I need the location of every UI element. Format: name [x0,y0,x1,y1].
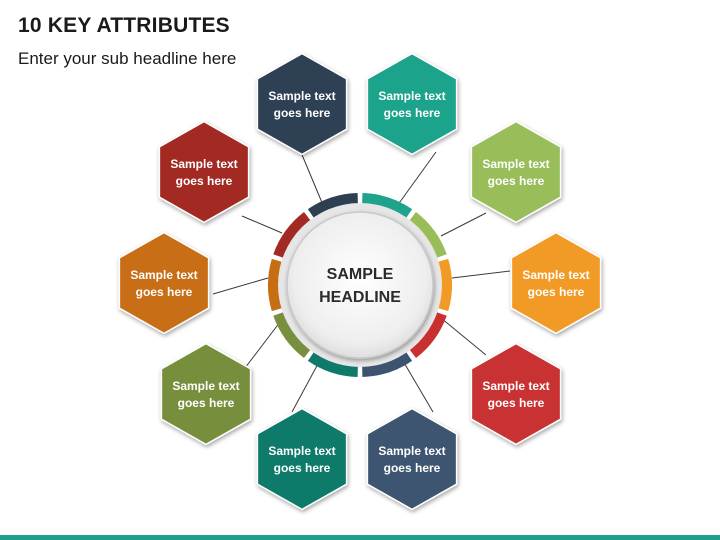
ring-segment-7 [307,350,358,377]
attribute-hexagon-4: Sample text goes here [510,231,602,335]
connector-line-8 [244,321,281,369]
hexagon-shape [366,52,458,156]
ring-segment-3 [408,212,447,259]
attribute-hexagon-9: Sample text goes here [118,231,210,335]
center-headline-line1: SAMPLE [327,266,394,283]
ring-segment-10 [273,212,312,259]
hexagon-shape [160,342,252,446]
attribute-label-line1: Sample text [268,444,335,458]
attribute-hexagon-5: Sample text goes here [470,342,562,446]
attribute-label-line2: goes here [274,461,331,475]
attribute-label-line2: goes here [488,174,545,188]
ring-segment-6 [362,350,413,377]
attribute-label-line1: Sample text [172,379,239,393]
page-subtitle: Enter your sub headline here [18,49,237,68]
attribute-label-line1: Sample text [482,379,549,393]
attribute-hexagon-7: Sample text goes here [256,407,348,511]
attribute-hexagon-6: Sample text goes here [366,407,458,511]
ring-segment-2 [362,193,413,220]
attribute-label-line2: goes here [176,174,233,188]
attribute-hexagon-8: Sample text goes here [160,342,252,446]
attribute-label-line2: goes here [136,285,193,299]
attribute-label-line1: Sample text [268,89,335,103]
connector-line-10 [241,215,283,234]
bottom-accent-bar [0,535,720,540]
connector-line-3 [440,212,487,237]
attribute-label-line1: Sample text [482,157,549,171]
attribute-hexagon-10: Sample text goes here [158,120,250,224]
attribute-label-line2: goes here [178,396,235,410]
page-title: 10 KEY ATTRIBUTES [18,14,230,37]
attribute-label-line2: goes here [528,285,585,299]
hexagon-shape [118,231,210,335]
hexagon-shape [256,52,348,156]
hexagon-shape [158,120,250,224]
attribute-label-line1: Sample text [378,444,445,458]
hexagon-shape [366,407,458,511]
ring-segment-8 [273,311,312,358]
ring-segment-5 [408,311,447,358]
attribute-hexagon-2: Sample text goes here [366,52,458,156]
hexagon-shape [256,407,348,511]
connector-line-1 [299,149,324,206]
attribute-label-line1: Sample text [130,268,197,282]
attribute-label-line2: goes here [384,461,441,475]
attribute-label-line1: Sample text [378,89,445,103]
attribute-label-line2: goes here [274,106,331,120]
connector-line-9 [212,277,269,295]
connector-line-2 [396,151,437,207]
attribute-label-line2: goes here [384,106,441,120]
hexagon-shape [470,120,562,224]
attribute-label-line2: goes here [488,396,545,410]
connector-line-5 [440,317,487,356]
attribute-label-line1: Sample text [170,157,237,171]
hexagon-shape [510,231,602,335]
center-headline-line2: HEADLINE [319,289,401,306]
center-inner-circle [286,211,434,359]
attribute-label-line1: Sample text [522,268,589,282]
ring-segment-1 [307,193,358,220]
attribute-hexagon-1: Sample text goes here [256,52,348,156]
attribute-hexagon-3: Sample text goes here [470,120,562,224]
hexagon-shape [470,342,562,446]
center-circle: SAMPLE HEADLINE [278,203,442,367]
connector-line-4 [451,270,511,279]
